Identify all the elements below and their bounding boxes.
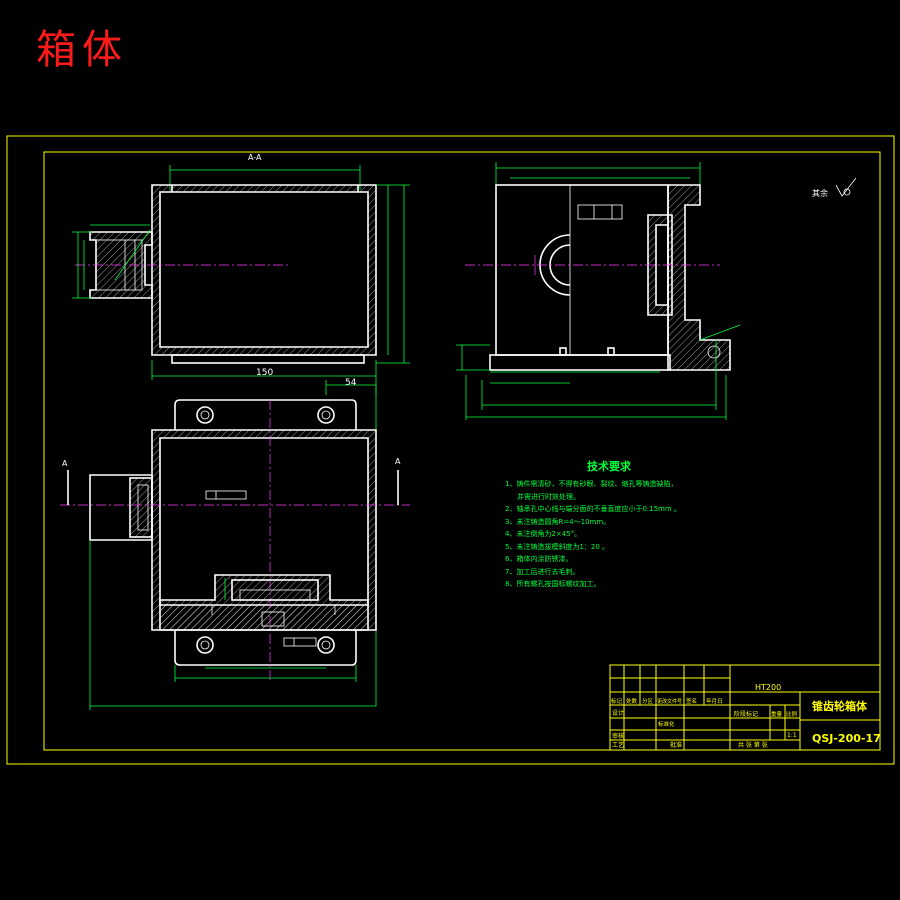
title-row-design: 设计 [612, 709, 624, 717]
title-header-date: 年月日 [706, 697, 723, 705]
title-material: HT200 [755, 683, 781, 692]
title-scale: 1:1 [787, 732, 797, 739]
tech-req-heading: 技术要求 [587, 460, 631, 473]
title-header-zone: 分区 [642, 697, 654, 705]
roughness-symbol-icon [835, 177, 857, 197]
tech-req-item: 2、轴承孔中心线与端分面的不垂直度应小于0.15mm 。 [505, 505, 681, 513]
technical-requirements: 技术要求 1、铸件需清砂，不得有砂眼、裂纹、缩孔等铸造缺陷， 并需进行时效处理。… [505, 458, 735, 591]
section-arrow-left: A [62, 459, 68, 468]
title-part-name: 锥齿轮箱体 [812, 699, 868, 713]
title-header-mark: 标记 [611, 697, 623, 705]
tech-req-item: 8、所有螺孔按国标螺纹加工。 [505, 580, 601, 588]
title-scale-label: 比例 [786, 710, 798, 718]
outer-frame [6, 135, 895, 765]
section-label: A-A [248, 153, 262, 162]
tech-req-item: 7、加工后进行去毛刺。 [505, 567, 580, 576]
title-row-review: 审核 [612, 732, 624, 740]
dim-width: 150 [256, 368, 273, 378]
surface-roughness-note: 其余 [812, 177, 857, 198]
tech-req-item: 并需进行时效处理。 [517, 492, 580, 501]
title-row-process: 工艺 [612, 741, 624, 749]
section-view-a-a: A-A 150 [72, 153, 410, 380]
title-weight-label: 重量 [771, 710, 783, 718]
inner-frame [43, 151, 881, 751]
surface-note-text: 其余 [812, 188, 828, 198]
tech-req-item: 4、未注倒角为2×45°。 [505, 530, 582, 538]
title-header-sign: 签名 [686, 697, 697, 705]
tech-req-item: 3、未注铸造圆角R=4～10mm。 [505, 517, 611, 526]
top-view: 54 A A [60, 378, 410, 710]
title-header-change: 更改文件号 [657, 698, 682, 705]
title-header-count: 处数 [626, 697, 638, 705]
dim-offset: 54 [345, 378, 357, 388]
tech-req-item: 1、铸件需清砂，不得有砂眼、裂纹、缩孔等铸造缺陷， [505, 480, 678, 488]
title-standardization: 标准化 [658, 720, 675, 728]
side-view [456, 162, 741, 420]
title-drawing-no: QSJ-200-17 [812, 732, 881, 745]
tech-req-item: 6、箱体内涂防锈漆。 [505, 555, 573, 563]
title-stage-label: 阶段标记 [734, 710, 758, 718]
section-arrow-right: A [395, 457, 401, 466]
title-block: HT200 锥齿轮箱体 QSJ-200-17 1:1 阶段标记 共 张 第 张 … [609, 664, 881, 751]
title-sheets-label: 共 张 第 张 [738, 741, 768, 749]
title-approve: 批准 [670, 741, 682, 749]
page-title: 箱体 [36, 27, 128, 73]
tech-req-item: 5、未注铸造拔模斜度为1：20 。 [505, 542, 610, 551]
